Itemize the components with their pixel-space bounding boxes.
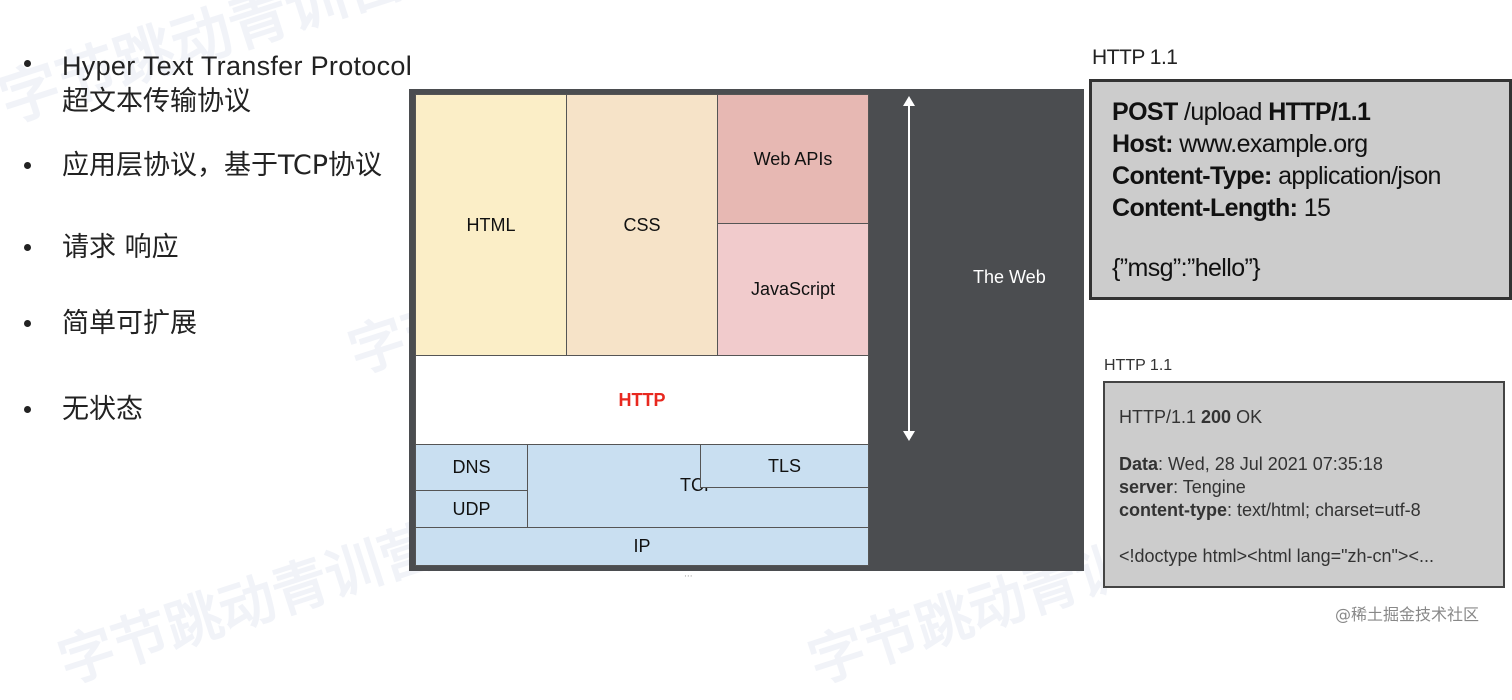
header-key: Content-Type:: [1112, 162, 1272, 190]
vertical-double-arrow: [908, 100, 910, 434]
slide-handle: ···: [684, 572, 693, 582]
tls-layer: TLS: [700, 444, 869, 488]
response-status-line: HTTP/1.1 200 OK: [1119, 407, 1262, 428]
header-value: : Wed, 28 Jul 2021 07:35:18: [1158, 454, 1383, 474]
request-line: POST /upload HTTP/1.1: [1112, 98, 1371, 127]
javascript-layer: JavaScript: [717, 223, 869, 356]
status-code: 200: [1201, 407, 1232, 427]
request-body: {”msg”:”hello”}: [1112, 254, 1261, 282]
response-server-header: server: Tengine: [1119, 477, 1246, 498]
ip-layer: IP: [415, 527, 869, 566]
response-title: HTTP 1.1: [1104, 357, 1173, 374]
http-request-example: POST /upload HTTP/1.1 Host: www.example.…: [1089, 79, 1512, 300]
header-key: content-type: [1119, 500, 1227, 520]
request-title: HTTP 1.1: [1092, 46, 1178, 69]
arrow-up-icon: [903, 96, 915, 106]
web-apis-layer: Web APIs: [717, 94, 869, 224]
header-key: Host:: [1112, 130, 1173, 158]
bullet-dot: [24, 60, 31, 67]
header-value: application/json: [1271, 162, 1441, 190]
bullet-dot: [24, 406, 31, 413]
header-key: Data: [1119, 454, 1159, 474]
request-method: POST: [1112, 98, 1178, 126]
header-value: www.example.org: [1172, 130, 1368, 158]
header-value: : Tengine: [1173, 477, 1246, 497]
request-path: /upload: [1177, 98, 1269, 126]
bullet-text: 简单可扩展: [62, 308, 197, 339]
response-content-type-header: content-type: text/html; charset=utf-8: [1119, 500, 1421, 521]
header-value: : text/html; charset=utf-8: [1227, 500, 1421, 520]
bullet-dot: [24, 244, 31, 251]
request-content-type: Content-Type: application/json: [1112, 162, 1441, 191]
status-text: OK: [1231, 407, 1263, 427]
response-body: <!doctype html><html lang="zh-cn"><...: [1119, 546, 1434, 566]
bullet-text: 请求 响应: [62, 232, 179, 263]
watermark: 字节跳动青训营: [51, 513, 444, 697]
bullet-dot: [24, 320, 31, 327]
css-layer: CSS: [566, 94, 718, 356]
header-value: 15: [1297, 194, 1331, 222]
source-credit: @稀土掘金技术社区: [1335, 605, 1480, 624]
arrow-down-icon: [903, 431, 915, 441]
request-version: HTTP/1.1: [1268, 98, 1371, 126]
dns-layer: DNS: [415, 444, 528, 491]
http-response-example: HTTP/1.1 200 OK Data: Wed, 28 Jul 2021 0…: [1103, 381, 1505, 588]
bullet-subtext: 超文本传输协议: [62, 86, 251, 117]
request-content-length: Content-Length: 15: [1112, 194, 1331, 223]
the-web-label: The Web: [973, 267, 1046, 287]
bullet-text: 无状态: [62, 394, 143, 425]
bullet-text: 应用层协议，基于TCP协议: [62, 150, 383, 181]
response-data-header: Data: Wed, 28 Jul 2021 07:35:18: [1119, 454, 1383, 475]
header-key: server: [1119, 477, 1174, 497]
status-version: HTTP/1.1: [1119, 407, 1202, 427]
header-key: Content-Length:: [1112, 194, 1298, 222]
udp-layer: UDP: [415, 490, 528, 528]
bullet-text: Hyper Text Transfer Protocol: [62, 51, 413, 81]
bullet-dot: [24, 162, 31, 169]
http-layer: HTTP: [415, 355, 869, 445]
html-layer: HTML: [415, 94, 567, 356]
request-host: Host: www.example.org: [1112, 130, 1368, 159]
